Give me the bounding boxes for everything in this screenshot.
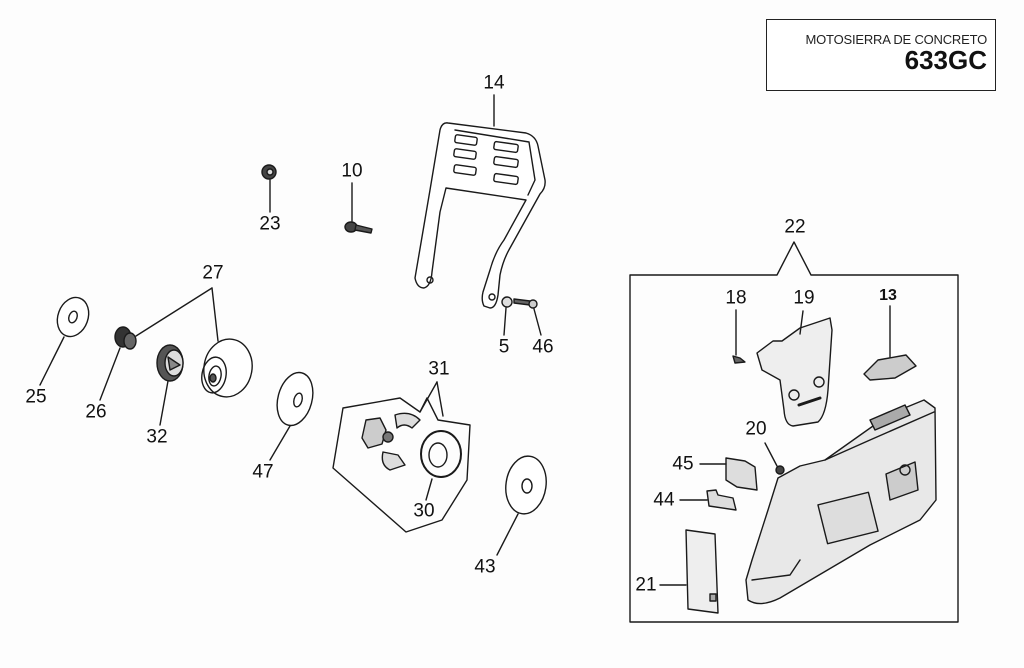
- leader-47: [269, 425, 291, 461]
- leader-30: [425, 478, 433, 501]
- label-45: 45: [672, 453, 694, 475]
- label-26: 26: [85, 401, 107, 423]
- part-44-pad[interactable]: [706, 489, 737, 511]
- label-43: 43: [474, 556, 496, 578]
- leader-27b: [211, 287, 219, 342]
- part-32-rim-sprocket[interactable]: [156, 344, 184, 382]
- label-32: 32: [146, 426, 168, 448]
- group-box-22: [629, 241, 959, 623]
- title-box: MOTOSIERRA DE CONCRETO 633GC: [766, 19, 996, 91]
- label-20: 20: [745, 418, 767, 440]
- leader-25: [39, 336, 65, 386]
- leader-20: [764, 442, 778, 467]
- part-21-cover-plate[interactable]: [685, 529, 719, 614]
- part-43-washer[interactable]: [502, 453, 550, 516]
- label-47: 47: [252, 461, 274, 483]
- part-26-needle-bearing[interactable]: [114, 326, 137, 350]
- part-25-washer[interactable]: [52, 293, 94, 341]
- part-27-clutch-drum[interactable]: [199, 335, 257, 400]
- part-18-screw[interactable]: [732, 355, 746, 364]
- label-22: 22: [784, 216, 806, 238]
- part-19-plate[interactable]: [756, 317, 833, 427]
- label-31: 31: [428, 358, 450, 380]
- label-21: 21: [635, 574, 657, 596]
- leader-31b: [436, 381, 444, 417]
- label-18: 18: [725, 287, 747, 309]
- part-22-clutch-cover[interactable]: [745, 399, 937, 605]
- leader-19: [799, 310, 804, 335]
- leader-26: [99, 347, 121, 401]
- label-19: 19: [793, 287, 815, 309]
- part-13-tensioner-cover[interactable]: [863, 354, 917, 381]
- label-30: 30: [413, 500, 435, 522]
- part-10-screw[interactable]: [344, 221, 373, 234]
- part-45-pad[interactable]: [725, 457, 758, 491]
- group-outline-31: [332, 397, 471, 533]
- title-subtitle: MOTOSIERRA DE CONCRETO: [805, 32, 988, 47]
- label-13: 13: [879, 287, 897, 304]
- leader-31a: [419, 381, 438, 413]
- part-31-clutch[interactable]: [361, 412, 421, 471]
- part-5-washer[interactable]: [501, 296, 513, 308]
- label-23: 23: [259, 213, 281, 235]
- leader-43: [496, 513, 519, 556]
- part-20-nut[interactable]: [775, 465, 785, 475]
- leader-27a: [135, 287, 213, 337]
- part-30-clutch-spring[interactable]: [420, 430, 462, 478]
- part-47-washer[interactable]: [272, 369, 319, 430]
- leader-32: [159, 380, 169, 426]
- part-14-hand-guard[interactable]: [414, 122, 546, 309]
- label-46: 46: [532, 336, 554, 358]
- title-model: 633GC: [904, 45, 987, 75]
- part-46-screw[interactable]: [513, 298, 538, 309]
- label-10: 10: [341, 160, 363, 182]
- label-5: 5: [498, 336, 510, 358]
- leader-46: [533, 308, 542, 336]
- label-27: 27: [202, 262, 224, 284]
- label-14: 14: [483, 72, 505, 94]
- label-25: 25: [25, 386, 47, 408]
- leader-5: [503, 307, 507, 336]
- part-23-nut[interactable]: [261, 164, 277, 180]
- label-44: 44: [653, 489, 675, 511]
